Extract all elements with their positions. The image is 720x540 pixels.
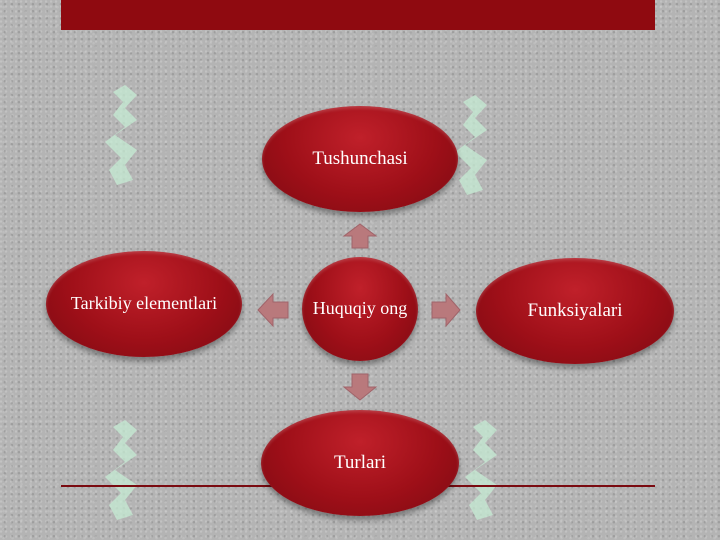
watermark-glyph-icon [455, 95, 487, 195]
node-label: Funksiyalari [527, 299, 623, 321]
node-tarkibiy-elementlari: Tarkibiy elementlari [46, 251, 242, 357]
arrow-left-icon [257, 292, 289, 328]
node-label: Tarkibiy elementlari [70, 293, 218, 314]
node-label: Tushunchasi [312, 147, 408, 169]
node-funksiyalari: Funksiyalari [476, 258, 674, 364]
node-turlari: Turlari [261, 410, 459, 516]
arrow-down-icon [342, 373, 378, 401]
arrow-right-icon [431, 292, 461, 328]
watermark-glyph-icon [105, 85, 137, 185]
watermark-glyph-icon [465, 420, 497, 520]
title-bar [61, 0, 655, 30]
watermark-glyph-icon [105, 420, 137, 520]
node-huquqiy-ong: Huquqiy ong [302, 257, 418, 361]
node-tushunchasi: Tushunchasi [262, 106, 458, 212]
node-label: Turlari [333, 451, 387, 473]
arrow-up-icon [342, 223, 378, 249]
node-label: Huquqiy ong [312, 298, 408, 319]
